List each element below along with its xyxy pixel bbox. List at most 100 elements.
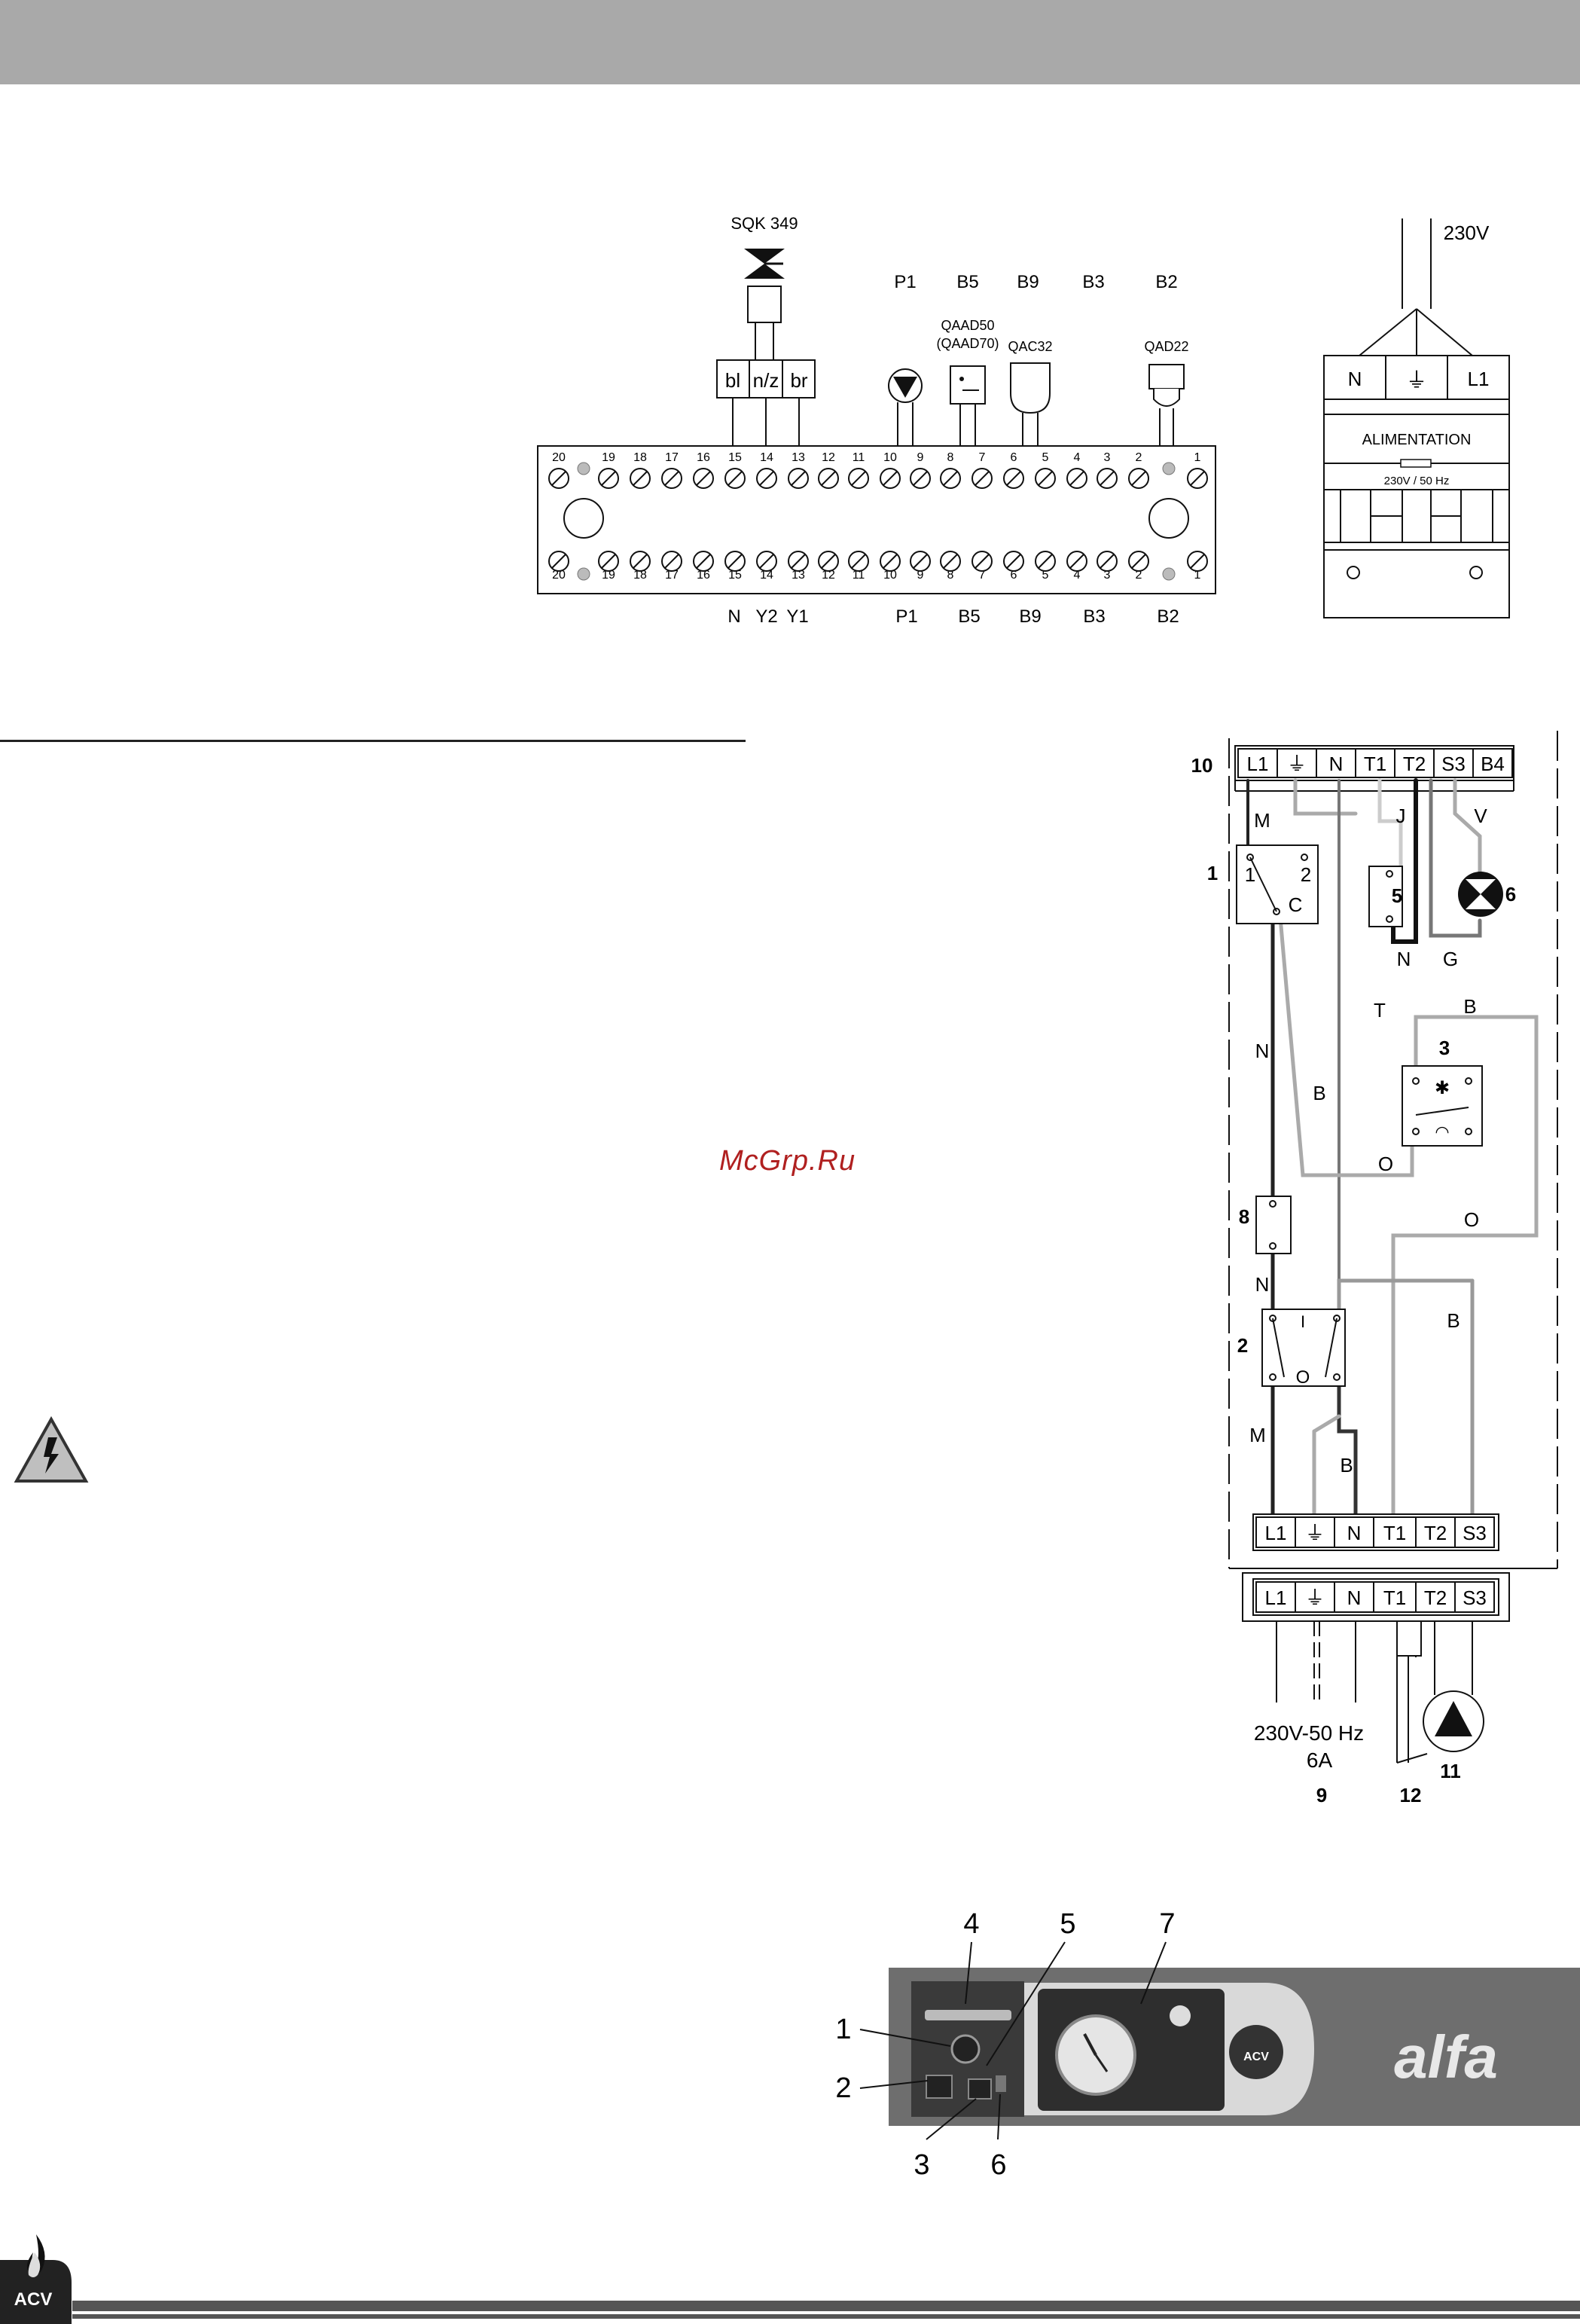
wire-label-n-top: N [1397, 948, 1411, 970]
footer-rule-thin [72, 2314, 1580, 2319]
external-wiring [1276, 1620, 1473, 1764]
wire-label-t: T [1374, 999, 1386, 1022]
terminal-cell-label: L1 [1247, 753, 1269, 775]
terminal-number: 17 [665, 451, 679, 464]
terminal-number: 20 [552, 569, 566, 582]
terminal-number: 10 [883, 569, 897, 582]
footer-logo-text: ACV [14, 2289, 53, 2310]
terminal-number: 5 [1042, 451, 1049, 464]
safety-thermostat [1368, 866, 1403, 927]
terminal-cell-label: S3 [1441, 753, 1466, 775]
terminal-number: 8 [947, 569, 954, 582]
sensor-qaad70: (QAAD70) [936, 336, 999, 351]
power-supply-block [1323, 218, 1510, 618]
terminal-number: 10 [883, 451, 897, 464]
terminal-number: 9 [917, 451, 924, 464]
terminal-number: 6 [1011, 451, 1017, 464]
wire-label-o-right: O [1464, 1208, 1479, 1231]
signal-p1: P1 [894, 272, 916, 292]
terminal-number: 7 [979, 451, 986, 464]
bottom-label-b3: B3 [1083, 606, 1105, 627]
terminal-number: 11 [853, 451, 865, 464]
terminal-number: 9 [917, 569, 924, 582]
bottom-label-y2: Y2 [755, 606, 777, 627]
switch2-on: I [1301, 1312, 1305, 1331]
callout-1: 1 [835, 2014, 851, 2045]
pump-icon [888, 368, 923, 448]
terminal-cell [1472, 748, 1513, 778]
terminal-cell-label: ⏚ [1305, 1586, 1325, 1609]
valve-wire-bl: bl [725, 369, 740, 392]
terminal-cell [1415, 1581, 1456, 1613]
wires [1246, 778, 1539, 1516]
signal-b3: B3 [1082, 272, 1104, 292]
terminal-number: 15 [728, 569, 742, 582]
signal-b5: B5 [956, 272, 978, 292]
external-fuse: 6A [1307, 1748, 1333, 1772]
supply-rating: 230V / 50 Hz [1384, 475, 1450, 487]
sensor-qac32: QAC32 [1008, 339, 1052, 354]
terminal-cell [1334, 1581, 1374, 1613]
wire-label-b-right: B [1447, 1309, 1460, 1332]
terminal-cell [1454, 1581, 1495, 1613]
comp-3: 3 [1439, 1037, 1450, 1059]
terminal-number: 8 [947, 451, 954, 464]
header-bar [0, 0, 1580, 84]
brand-alfa: alfa [1394, 2023, 1498, 2090]
callout-4: 4 [963, 1908, 979, 1940]
terminal-number: 16 [697, 451, 710, 464]
terminal-cell [1255, 1516, 1296, 1548]
wire-label-v: V [1474, 805, 1487, 827]
terminal-cell [1433, 748, 1474, 778]
terminal-number: 15 [728, 451, 742, 464]
terminal-cell-label: T2 [1424, 1522, 1447, 1544]
fuse [1255, 1196, 1292, 1254]
callout-7: 7 [1159, 1908, 1175, 1940]
terminal-number: 13 [792, 451, 805, 464]
valve-wire-br: br [790, 369, 807, 392]
wire-label-n-low: N [1255, 1273, 1270, 1296]
terminal-number: 6 [1011, 569, 1017, 582]
terminal-number: 11 [853, 569, 865, 582]
wire-label-g: G [1443, 948, 1458, 970]
terminal-cell-label: N [1329, 753, 1344, 775]
thermostat-heat-symbol: ✱ [1435, 1078, 1450, 1098]
terminal-cell-label: L1 [1265, 1586, 1287, 1609]
supply-terminal-l1: L1 [1468, 368, 1490, 390]
terminal-number: 20 [552, 451, 566, 464]
indicator-dot [1162, 462, 1176, 475]
panel-logo-text: ACV [1243, 2051, 1269, 2063]
supply-title: ALIMENTATION [1362, 432, 1472, 448]
supply-terminal-n: N [1348, 368, 1362, 390]
terminal-number: 2 [1136, 569, 1142, 582]
sensor-qad22: QAD22 [1144, 339, 1188, 354]
bottom-label-n: N [727, 606, 740, 627]
callout-2: 2 [835, 2072, 851, 2104]
terminal-cell-label: S3 [1463, 1586, 1487, 1609]
callout-6: 6 [990, 2149, 1006, 2181]
section-divider [0, 740, 746, 742]
terminal-block-diagram: SQK 349 bl n/z br P1 B5 B9 B3 B2 QAAD50 … [537, 214, 1510, 627]
terminal-cell [1334, 1516, 1374, 1548]
comp-6: 6 [1505, 883, 1516, 905]
terminal-number: 18 [633, 569, 647, 582]
comp-9: 9 [1316, 1784, 1327, 1806]
comp-5: 5 [1392, 884, 1402, 907]
bottom-label-b9: B9 [1019, 606, 1041, 627]
watermark: McGrp.Ru [719, 1145, 856, 1177]
supply-terminal-earth: ⏚ [1406, 368, 1427, 392]
alfa-logo: alfa [1394, 2023, 1498, 2090]
wire-label-b-low: B [1340, 1454, 1353, 1477]
terminal-cell-label: B4 [1481, 753, 1505, 775]
external-supply: 230V-50 Hz [1254, 1721, 1364, 1745]
electrical-warning-icon [14, 1416, 89, 1483]
circulation-pump-icon [1423, 1690, 1484, 1752]
terminal-cell-label: T2 [1424, 1586, 1447, 1609]
indicator-dot [577, 462, 590, 475]
comp-10: 10 [1191, 754, 1213, 777]
wire-label-o-mid: O [1378, 1153, 1393, 1175]
terminal-number: 19 [602, 569, 615, 582]
terminal-cell-label: T2 [1403, 753, 1426, 775]
terminal-cell-label: T1 [1364, 753, 1386, 775]
